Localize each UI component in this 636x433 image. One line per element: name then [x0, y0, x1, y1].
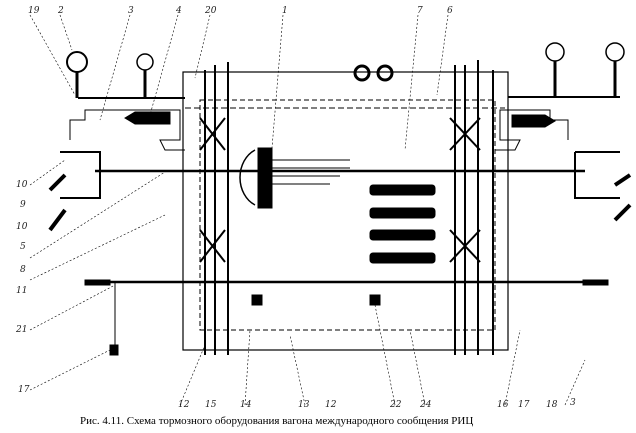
callout-label: 3 [128, 6, 134, 16]
callout-label: 10 [16, 222, 28, 232]
callout-label: 22 [390, 400, 402, 410]
callout-label: 17 [518, 400, 530, 410]
callout-label: 24 [420, 400, 432, 410]
pressure-gauge-icon [605, 42, 625, 62]
callout-label: 21 [16, 325, 28, 335]
callout-label: 2 [58, 6, 64, 16]
reservoir [369, 229, 436, 241]
callout-label: 13 [298, 400, 310, 410]
callout-label: 3 [570, 398, 576, 408]
air-distributor [257, 147, 273, 209]
callout-label: 18 [546, 400, 558, 410]
reservoir [369, 252, 436, 264]
right-pipe-bundle [449, 60, 494, 355]
callout-label: 6 [447, 6, 453, 16]
arrow-left-icon [124, 111, 171, 125]
pressure-gauge-icon [353, 64, 371, 82]
callout-label: 11 [16, 286, 28, 296]
callout-label: 17 [18, 385, 30, 395]
car-frame [182, 71, 509, 351]
callout-label: 19 [28, 6, 40, 16]
reservoir [369, 184, 436, 196]
figure-caption: Рис. 4.11. Схема тормозного оборудования… [80, 415, 474, 427]
left-hose-connection [60, 151, 101, 199]
callout-label: 1 [282, 6, 288, 16]
callout-label: 9 [20, 200, 26, 210]
callout-label: 10 [16, 180, 28, 190]
pressure-gauge-icon [545, 42, 565, 62]
reservoir [369, 207, 436, 219]
leader-lines [29, 14, 586, 406]
callout-label: 20 [205, 6, 217, 16]
callout-label: 14 [240, 400, 252, 410]
pressure-gauge-icon [66, 51, 88, 73]
left-end-outline [69, 109, 185, 151]
callout-label: 8 [20, 265, 26, 275]
pressure-gauge-icon [136, 53, 154, 71]
right-hose-connection [574, 151, 620, 199]
valve [251, 294, 263, 306]
valve [369, 294, 381, 306]
callout-label: 15 [205, 400, 217, 410]
callout-label: 16 [497, 400, 509, 410]
inner-frame [199, 99, 496, 331]
callout-label: 12 [325, 400, 337, 410]
pressure-gauge-icon [376, 64, 394, 82]
callout-label: 12 [178, 400, 190, 410]
callout-label: 7 [417, 6, 423, 16]
left-pipe-bundle [199, 62, 229, 355]
right-end-outline [495, 109, 569, 151]
callout-label: 4 [176, 6, 182, 16]
callout-label: 5 [20, 242, 26, 252]
distributor-pipes [272, 159, 350, 185]
arrow-right-icon [511, 114, 556, 128]
